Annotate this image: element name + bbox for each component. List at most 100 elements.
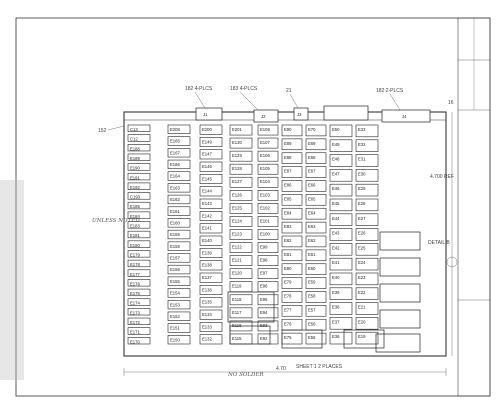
component-label: E65: [308, 196, 316, 201]
component-label: E84: [284, 210, 292, 215]
component-label: E22: [358, 290, 366, 295]
component-e79: E79: [281, 277, 303, 289]
dimension-right: 4.700 REF: [430, 112, 454, 356]
component-e82: E82: [281, 235, 303, 248]
component-label: E130: [232, 140, 242, 145]
component-e132: E132: [199, 334, 223, 345]
component-label: E50: [332, 127, 340, 132]
component-label: E102: [260, 205, 270, 210]
component-label: E93: [260, 323, 268, 328]
component-e84: E84: [281, 207, 303, 220]
component-label: E70: [308, 127, 316, 132]
component-e50: E50: [329, 124, 353, 138]
component-e159: E159: [167, 229, 191, 240]
component-e118: E118: [229, 294, 253, 306]
component-e130: E130: [229, 137, 253, 149]
component-label: E138: [202, 263, 212, 268]
component-e46: E46: [329, 183, 353, 197]
component-e92: E92: [257, 333, 279, 345]
component-e161: E161: [167, 206, 191, 216]
component-label: E20: [358, 319, 366, 324]
component-label: E89: [284, 141, 292, 146]
connector-j3: J3 21: [286, 88, 309, 121]
component-label: E189: [130, 156, 140, 161]
callout-right-mid: DETAIL B: [428, 240, 450, 246]
component-e31: E31: [355, 154, 379, 167]
component-label: E57: [308, 307, 316, 312]
component-e47: E47: [329, 169, 353, 182]
component-e145: E145: [199, 174, 223, 184]
component-e38: E38: [329, 302, 353, 315]
component-label: E96: [260, 284, 268, 289]
component-e170: E170: [127, 337, 151, 344]
component-e164: E164: [167, 171, 191, 181]
component-e173: E173: [127, 308, 151, 315]
component-label: E38: [332, 305, 340, 310]
component-e60: E60: [305, 263, 327, 275]
component-e149: E149: [199, 137, 223, 147]
component-e136: E136: [199, 285, 223, 295]
component-label: E88: [284, 155, 292, 160]
component-e48: E48: [329, 154, 353, 167]
component-e137: E137: [199, 272, 223, 283]
component-label: E160: [170, 220, 180, 225]
component-label: E101: [260, 218, 270, 223]
component-label: E61: [308, 252, 316, 257]
component-e96: E96: [257, 281, 279, 293]
component-label: E75: [284, 335, 292, 340]
component-e41: E41: [329, 257, 353, 271]
component-e77: E77: [281, 305, 303, 317]
component-label: E76: [284, 321, 292, 326]
component-e69: E69: [305, 138, 327, 151]
component-e155: E155: [167, 276, 191, 286]
component-label: E121: [232, 258, 242, 263]
component-label: E59: [308, 280, 316, 285]
component-e65: E65: [305, 194, 327, 206]
connector-label: J1: [203, 112, 208, 117]
component-e191: E191: [127, 172, 151, 180]
component-e126: E126: [229, 189, 253, 201]
component-e70: E70: [305, 124, 327, 137]
component-e107: E107: [257, 137, 279, 149]
component-label: E32: [358, 142, 366, 147]
component-label: E161: [170, 209, 180, 214]
connector-callout: 183 4-PLCS: [230, 86, 258, 92]
component-label: E63: [308, 224, 316, 229]
component-label: E140: [202, 238, 212, 243]
component-e20: E20: [355, 317, 379, 330]
component-e139: E139: [199, 248, 223, 258]
component-label: E117: [232, 310, 242, 315]
component-e158: E158: [167, 241, 191, 251]
component-label: E159: [170, 232, 180, 237]
dim-right-text: 4.700 REF: [430, 174, 454, 180]
component-e189: E189: [127, 153, 151, 161]
component-e24: E24: [355, 257, 379, 271]
component-label: E145: [202, 176, 212, 181]
component-label: E39: [332, 290, 340, 295]
component-label: E33: [358, 127, 366, 132]
component-label: E40: [332, 275, 340, 280]
component-e62: E62: [305, 235, 327, 248]
component-label: E143: [202, 201, 212, 206]
component-e30: E30: [355, 169, 379, 182]
component-e88: E88: [281, 152, 303, 164]
component-label: E129: [232, 153, 242, 158]
component-label: E23: [358, 275, 366, 280]
title-block: [457, 17, 491, 397]
component-label: E123: [232, 231, 242, 236]
component-label: E200: [202, 127, 212, 132]
component-label: E141: [202, 226, 212, 231]
component-label: E136: [202, 287, 212, 292]
component-c12: C12: [127, 134, 151, 142]
component-label: E183: [130, 224, 140, 229]
component-e32: E32: [355, 139, 379, 152]
callout-right-top: 16: [448, 100, 454, 106]
component-label: E46: [332, 186, 340, 191]
component-label: E41: [332, 260, 340, 265]
component-e104: E104: [257, 176, 279, 188]
component-label: E37: [332, 319, 340, 324]
component-e87: E87: [281, 166, 303, 178]
component-e42: E42: [329, 243, 353, 256]
component-label: E24: [358, 260, 366, 265]
component-label: E64: [308, 210, 316, 215]
